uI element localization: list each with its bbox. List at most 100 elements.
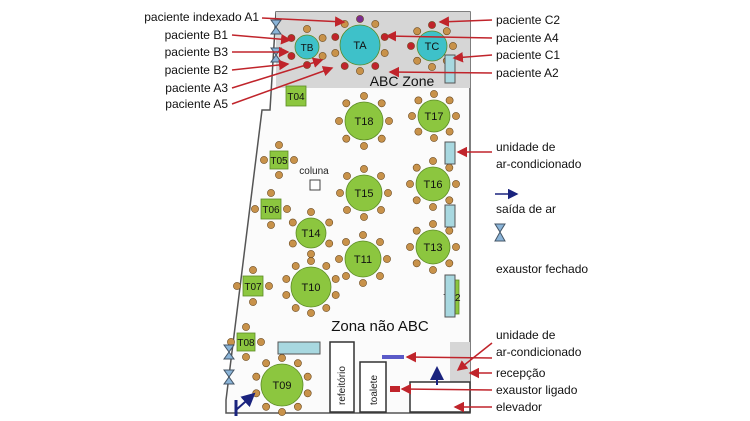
label-ac-top-2: ar-condicionado — [496, 157, 582, 171]
ac-unit-top — [444, 54, 456, 84]
chair — [249, 266, 257, 274]
chair — [260, 156, 268, 164]
table-label: T07 — [244, 282, 262, 293]
chair — [252, 372, 261, 381]
chair — [275, 141, 283, 149]
patient-chair-marker — [331, 33, 340, 41]
refeitorio-label: refeitório — [337, 366, 348, 405]
chair — [377, 99, 386, 108]
table-label: T11 — [354, 254, 372, 266]
chair — [303, 389, 312, 398]
label-air-outlet: saída de ar — [496, 202, 557, 216]
chair — [430, 134, 438, 142]
chair — [360, 165, 368, 173]
closed-exhaust-icon — [223, 19, 282, 385]
table-label: T14 — [302, 228, 321, 240]
chair — [267, 221, 275, 229]
table-label: T10 — [302, 282, 321, 294]
table-label: T09 — [273, 380, 292, 392]
chair — [257, 338, 265, 346]
chair — [445, 226, 454, 235]
label-patient-c2: paciente C2 — [496, 13, 561, 27]
chair — [429, 203, 437, 211]
chair — [445, 163, 454, 172]
chair — [251, 205, 259, 213]
chair — [371, 20, 380, 28]
chair — [262, 359, 270, 368]
chair — [377, 172, 385, 180]
chair — [429, 266, 437, 274]
toalete-room — [359, 361, 387, 413]
label-patient-a5: paciente A5 — [165, 97, 228, 111]
chair — [445, 259, 454, 268]
table-label: T18 — [355, 116, 374, 128]
chair — [449, 42, 457, 50]
chair — [342, 134, 351, 143]
chair — [445, 96, 454, 105]
chair — [267, 189, 275, 197]
table-top — [339, 24, 381, 66]
chair — [307, 309, 315, 317]
label-ac-bottom-2: ar-condicionado — [496, 345, 582, 359]
table-top — [285, 85, 307, 107]
table-label: T08 — [237, 338, 255, 349]
chair — [406, 243, 414, 251]
chair — [252, 389, 261, 398]
chair — [413, 56, 422, 65]
chair — [335, 255, 343, 263]
chair — [413, 27, 422, 36]
chair — [360, 92, 368, 100]
chair — [360, 142, 368, 150]
chair — [307, 250, 315, 258]
chair — [408, 112, 416, 120]
chair — [412, 259, 421, 268]
chair — [442, 27, 451, 36]
table-t05: T05 — [260, 141, 298, 179]
label-ac-bottom-1: unidade de — [496, 328, 556, 342]
airflow-arrow-corner — [234, 392, 256, 416]
chair — [412, 226, 421, 235]
chair — [303, 25, 311, 33]
table-label: TB — [301, 43, 314, 54]
table-top — [294, 34, 320, 60]
chair — [233, 282, 241, 290]
label-patient-b2: paciente B2 — [164, 63, 228, 77]
patient-chair-marker — [371, 62, 380, 70]
chair — [331, 275, 340, 283]
patient-chair-marker — [340, 62, 349, 70]
table-label: T15 — [355, 188, 374, 200]
table-label: T16 — [424, 179, 443, 191]
chair — [262, 402, 270, 411]
chair — [452, 112, 460, 120]
closed-exhaust-legend-icon — [494, 223, 506, 242]
table-t07: T07 — [233, 266, 273, 306]
table-t08: T08 — [227, 323, 265, 361]
chair — [282, 275, 291, 283]
label-reception: recepção — [496, 366, 546, 380]
chair — [293, 402, 302, 411]
chair — [445, 196, 454, 205]
chair — [343, 206, 351, 214]
chair — [359, 279, 367, 287]
ac-unit-2 — [444, 141, 456, 165]
table-top — [415, 166, 451, 202]
table-t17: T17 — [408, 90, 460, 142]
chair — [452, 180, 460, 188]
chair — [384, 189, 392, 197]
chair — [429, 220, 437, 228]
chair — [377, 134, 386, 143]
ac-unit-4 — [444, 274, 456, 318]
chair — [291, 304, 300, 312]
patient-chair-marker — [287, 52, 296, 60]
table-t14: T14 — [288, 208, 334, 258]
chair — [342, 238, 350, 246]
annotation-lines — [231, 16, 493, 413]
table-t11: T11 — [335, 231, 391, 287]
chair — [265, 282, 273, 290]
chair — [335, 117, 343, 125]
chair — [303, 372, 312, 381]
label-patient-c1: paciente C1 — [496, 48, 561, 62]
chair — [336, 189, 344, 197]
table-top — [344, 240, 382, 278]
